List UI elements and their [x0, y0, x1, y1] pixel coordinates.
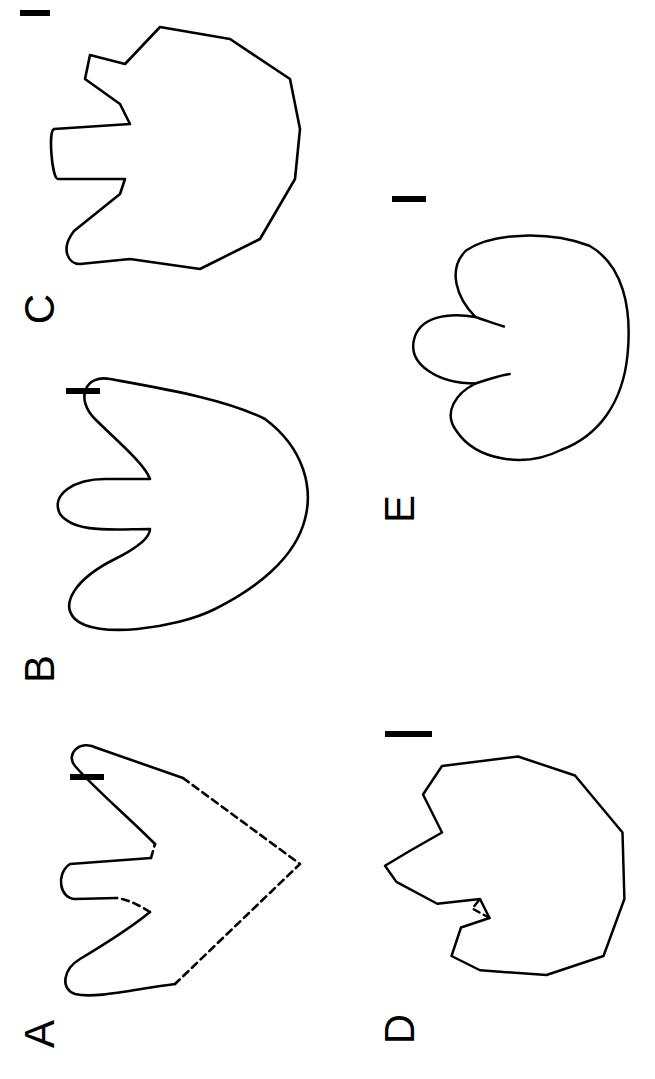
scale-bar: [385, 731, 432, 737]
scale-bar: [70, 774, 104, 780]
scale-bar: [392, 196, 426, 202]
panel-letter: A: [19, 1020, 61, 1048]
panel-letter: E: [379, 495, 421, 523]
panel-letter: C: [19, 294, 61, 324]
footprint-outline: [61, 745, 300, 995]
panel-letter: B: [19, 655, 61, 683]
footprint-outline: [385, 757, 624, 976]
scale-bar: [66, 388, 100, 394]
footprint-outline: [58, 378, 308, 630]
scale-bar: [20, 10, 50, 16]
panel-letter: D: [379, 1014, 421, 1044]
footprint-outline: [413, 236, 628, 460]
footprint-outline: [51, 27, 300, 269]
